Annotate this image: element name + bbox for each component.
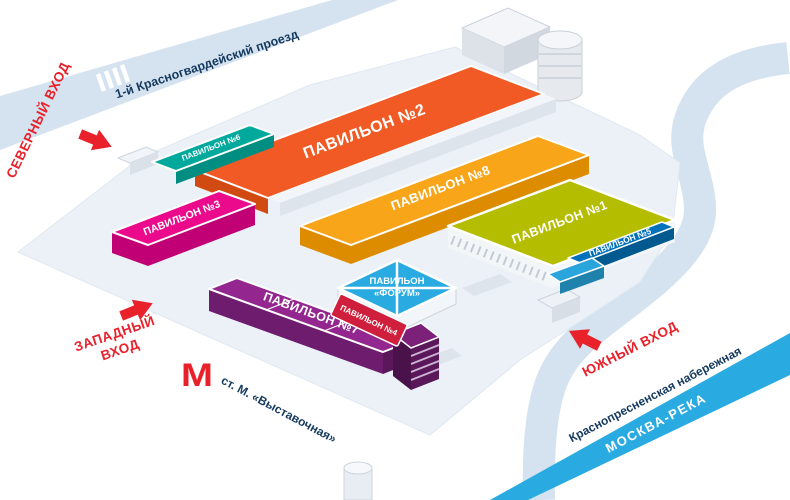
service-buildings <box>116 7 583 175</box>
small-block-face <box>130 152 158 175</box>
north-road <box>0 0 398 150</box>
pavilion-3-west-face <box>112 232 148 266</box>
ring-road <box>522 42 790 500</box>
entrance-west: ЗАПАДНЫЙ ВХОД <box>72 299 157 363</box>
moskva-river <box>490 333 790 500</box>
west-entrance-arrow-icon <box>119 299 153 321</box>
pavilion-5-front-face <box>580 227 674 275</box>
service-building-left-face <box>462 28 504 74</box>
pavilion-7-tower-left-face <box>393 334 411 390</box>
tank-top <box>537 30 583 50</box>
pavilion-5-annex-face <box>560 266 604 294</box>
pavilion-6-roof <box>151 124 275 172</box>
metro-icon: М <box>181 358 213 393</box>
pavilion-2[interactable]: ПАВИЛЬОН №2 <box>194 65 556 216</box>
pavilion-7-seam-1 <box>265 298 295 311</box>
pavilion-5-roof <box>567 221 675 264</box>
forum-label-line1: ПАВИЛЬОН <box>370 276 425 287</box>
south-entrance-arrow-icon <box>568 329 602 351</box>
pavilion-8-front-face <box>351 155 589 264</box>
pavilion-4-sign <box>330 293 408 347</box>
fountain-top <box>343 461 373 475</box>
pavilion-1-base-left <box>448 226 553 288</box>
south-building-face <box>552 297 580 323</box>
pavilion-8-west-face <box>300 226 351 264</box>
pavilion-3-front-face <box>148 204 255 266</box>
pavilion-8-roof <box>299 135 590 246</box>
pavilion-2-terrace-face <box>280 99 556 216</box>
pavilion-6-front-face <box>176 134 274 184</box>
north-entrance-arrow-icon <box>78 129 112 151</box>
pavilion-7-front-face <box>209 289 383 374</box>
tank-ribs <box>539 53 581 79</box>
walkway-2 <box>462 274 512 296</box>
pavilion-1-roof <box>446 178 677 268</box>
crosswalk <box>95 64 131 92</box>
pavilion-7-tower-louvers <box>410 344 440 381</box>
pavilion-7-tower-roof <box>391 322 441 349</box>
pavilion-3-roof <box>111 190 256 246</box>
pavilion-2-terrace <box>268 94 556 203</box>
pavilion-5-annex-roof <box>546 257 606 283</box>
forum-label-line2: «ФОРУМ» <box>374 288 420 299</box>
